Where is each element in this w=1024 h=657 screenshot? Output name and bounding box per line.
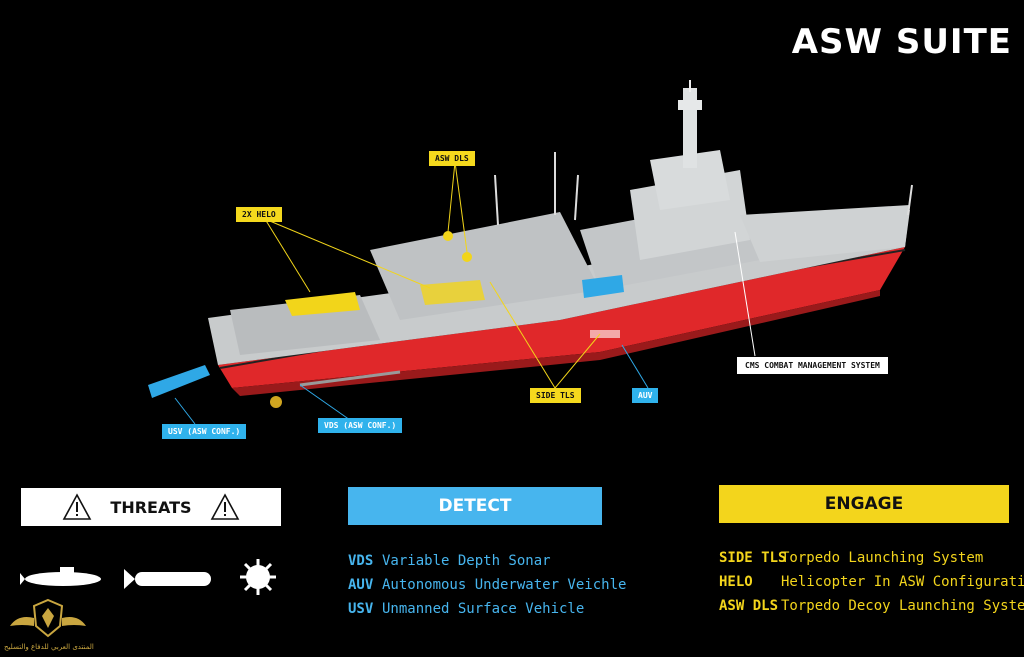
legend-abbr: SIDE TLS [719,550,787,566]
legend-desc: Torpedo Launching System [781,550,984,566]
torpedo-icon [124,569,211,589]
legend-desc: Autonomous Underwater Veichle [382,577,627,593]
naval-mine-icon [240,559,276,595]
hull-red [218,247,905,388]
submarine-icon [20,567,101,586]
legend-desc: Helicopter In ASW Configuration [781,574,1024,590]
jackstaff [907,184,913,216]
callout-vds: VDS (ASW CONF.) [318,418,403,433]
mast-stick-3 [494,174,499,226]
legend-item: ASW DLS Torpedo Decoy Launching System [719,594,1024,618]
callout-side-tls: SIDE TLS [530,388,581,403]
callout-helo: 2X HELO [236,207,282,222]
vds-cable [299,370,401,387]
legend-abbr: AUV [348,577,374,593]
legend-item: AUV Autonomous Underwater Veichle [348,573,626,597]
legend-item: VDS Variable Depth Sonar [348,549,626,573]
callout-cms: CMS COMBAT MANAGEMENT SYSTEM [737,357,888,374]
threat-icons [20,559,276,595]
engage-header: ENGAGE [719,485,1009,523]
legend-item: HELO Helicopter In ASW Configuration [719,570,1024,594]
usv [148,365,210,398]
callout-auv: AUV [632,388,659,403]
mast-stick-2 [574,174,579,221]
side-tls [590,330,620,338]
mast-base [650,150,730,210]
fore-deck [740,205,910,262]
hull-red-shadow [232,290,880,396]
forum-logo [10,598,86,638]
engage-legend: SIDE TLS Torpedo Launching System HELO H… [719,546,1024,618]
decoy-launcher [443,231,453,241]
callout-asw-dls: ASW DLS [429,151,475,166]
decoy-launcher-2 [462,252,472,262]
detect-header: DETECT [348,487,602,525]
legend-abbr: ASW DLS [719,598,779,614]
threats-label: THREATS [110,497,192,517]
watermark-text: المنتدى العربي للدفاع والتسليح [4,643,94,651]
legend-desc: Torpedo Decoy Launching System [781,598,1024,614]
callout-usv: USV (ASW CONF.) [162,424,247,439]
legend-abbr: VDS [348,553,374,569]
warning-icon [63,493,92,520]
legend-desc: Variable Depth Sonar [382,553,551,569]
helicopter-hangar [420,280,485,305]
mast-top [678,100,702,110]
legend-desc: Unmanned Surface Vehicle [382,601,585,617]
page-title: ASW SUITE [791,22,1012,62]
auv-container [582,275,624,298]
detect-legend: VDS Variable Depth Sonar AUV Autonomous … [348,549,626,621]
legend-abbr: USV [348,601,374,617]
helicopter-deck [285,292,360,316]
legend-item: SIDE TLS Torpedo Launching System [719,546,1024,570]
warning-icon [210,493,239,520]
frigate-illustration [148,80,913,425]
legend-abbr: HELO [719,574,753,590]
propeller [270,396,282,408]
legend-item: USV Unmanned Surface Vehicle [348,597,626,621]
threats-header: THREATS [21,488,281,526]
